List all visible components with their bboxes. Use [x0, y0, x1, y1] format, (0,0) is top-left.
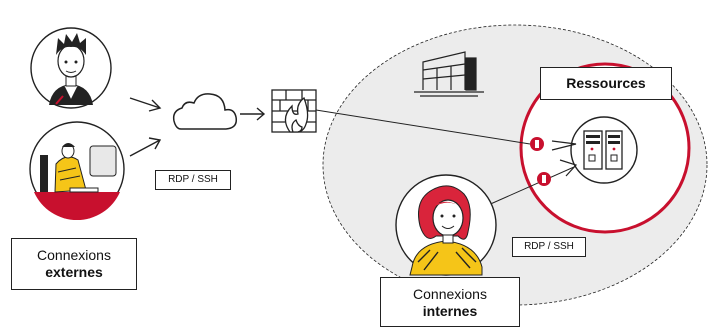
internal-to-resources-line [485, 166, 575, 207]
building-icon [414, 51, 484, 97]
external-connections-line1: Connexions [37, 247, 111, 263]
internal-connections-line2: internes [422, 303, 478, 319]
external-connections-label: Connexions externes [11, 238, 137, 290]
firewall-to-resources-line [315, 109, 531, 145]
firewall-icon [271, 89, 317, 133]
internal-connections-line1: Connexions [413, 286, 487, 302]
external-connections-line2: externes [45, 264, 103, 280]
internal-connections-label: Connexions internes [380, 277, 520, 327]
arrow-icon [129, 137, 162, 157]
person-internal-icon [395, 174, 497, 276]
person-remote-worker-icon [29, 121, 125, 221]
protocol-label-external: RDP / SSH [155, 170, 231, 190]
person-external-icon [30, 27, 112, 109]
cloud-icon [172, 93, 238, 130]
resources-label: Ressources [540, 67, 672, 100]
server-icon [570, 116, 638, 184]
protocol-label-internal: RDP / SSH [512, 237, 586, 257]
lock-icon [537, 172, 551, 186]
lock-icon [530, 137, 544, 151]
arrow-icon [240, 107, 266, 121]
arrow-icon [129, 97, 162, 112]
